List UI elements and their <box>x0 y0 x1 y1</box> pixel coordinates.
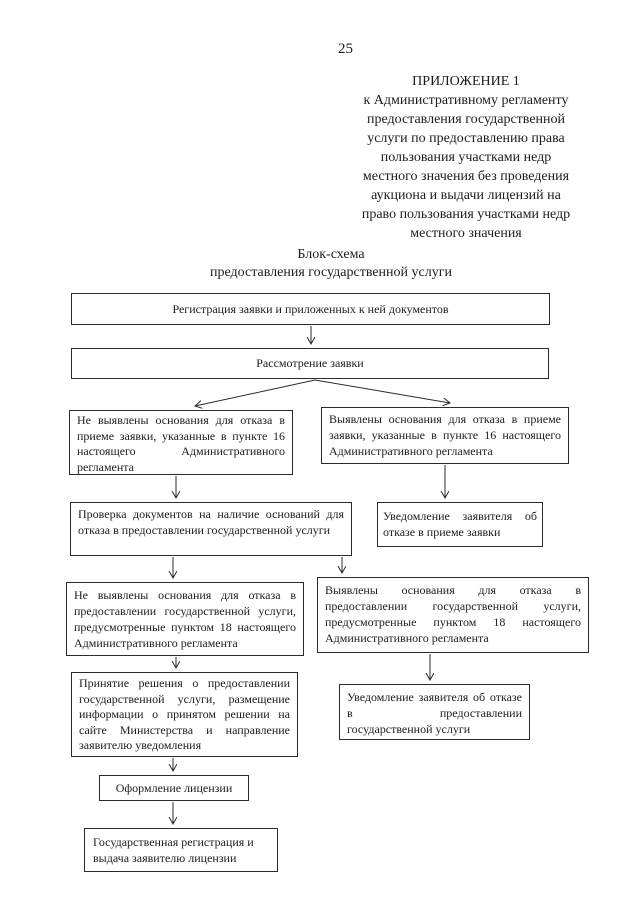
flow-node-grounds-refuse-acceptance: Выявлены основания для отказа в приеме з… <box>321 407 569 464</box>
flow-node-document-check: Проверка документов на наличие оснований… <box>70 502 352 556</box>
flow-node-grounds-refuse-provision: Выявлены основания для отказа в предоста… <box>317 577 589 653</box>
appendix-line: ПРИЛОЖЕНИЕ 1 <box>412 74 520 89</box>
appendix-line: к Административному регламенту <box>363 93 569 108</box>
flow-node-license-processing: Оформление лицензии <box>99 775 249 801</box>
appendix-line: пользования участками недр <box>380 150 552 165</box>
flow-node-review: Рассмотрение заявки <box>71 348 549 379</box>
appendix-line: услуги по предоставлению права <box>367 131 565 146</box>
page-number: 25 <box>338 41 353 57</box>
flow-node-no-grounds-refuse-acceptance: Не выявлены основания для отказа в прием… <box>69 410 293 475</box>
flowchart-title: Блок-схема предоставления государственно… <box>161 246 501 281</box>
appendix-line: местного значения <box>410 226 522 241</box>
flow-node-registration: Регистрация заявки и приложенных к ней д… <box>71 293 550 325</box>
flow-node-decision-provision: Принятие решения о предоставлении госуда… <box>71 672 298 757</box>
flow-node-no-grounds-refuse-provision: Не выявлены основания для отказа в предо… <box>66 582 304 656</box>
flowchart-title-line2: предоставления государственной услуги <box>210 264 452 280</box>
flowchart-title-line1: Блок-схема <box>297 247 365 262</box>
appendix-line: предоставления государственной <box>366 112 566 127</box>
flow-node-notice-refusal-provision: Уведомление заявителя об отказе в предос… <box>339 684 530 740</box>
appendix-line: местного значения без проведения <box>362 169 570 184</box>
flow-node-notice-refusal-acceptance: Уведомление заявителя об отказе в приеме… <box>377 502 543 547</box>
appendix-line: аукциона и выдачи лицензий на <box>371 188 561 203</box>
appendix-line: право пользования участками недр <box>361 207 571 222</box>
flow-node-state-registration: Государственная регистрация и выдача зая… <box>84 828 278 872</box>
appendix-heading: ПРИЛОЖЕНИЕ 1 к Административному регламе… <box>330 72 602 243</box>
